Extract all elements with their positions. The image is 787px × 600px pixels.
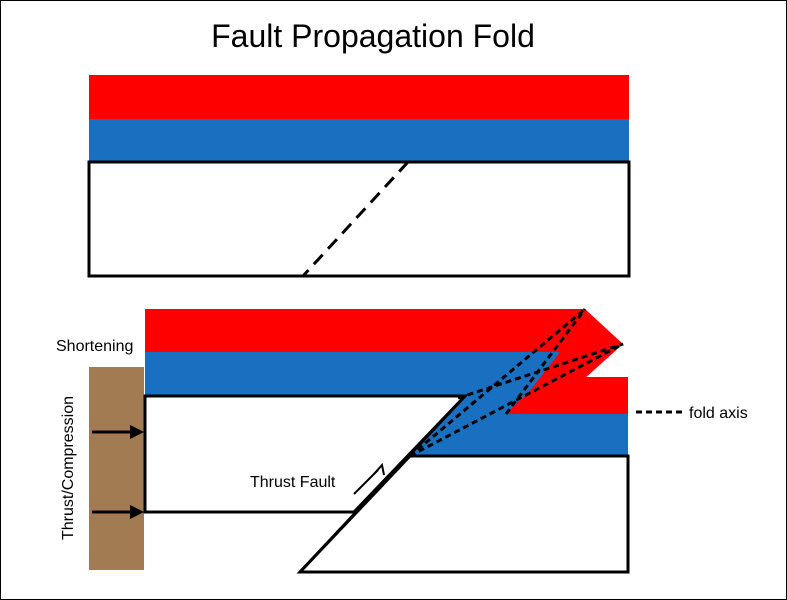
- bottom-blue-layer: [145, 352, 628, 456]
- fold-axis-label: fold axis: [689, 405, 748, 422]
- undeformed-section: [87, 75, 631, 278]
- thrust-compression-label: Thrust/Compression: [60, 396, 77, 540]
- fold-axis-line-3: [504, 308, 587, 415]
- compression-arrow-lower-head: [130, 505, 144, 519]
- fold-axis-line-4: [457, 342, 624, 400]
- backstop-block: [89, 367, 144, 570]
- thrust-fault-label: Thrust Fault: [250, 474, 336, 491]
- top-red-layer: [89, 75, 629, 119]
- diagram-title: Fault Propagation Fold: [211, 18, 535, 54]
- future-fault-trace: [301, 160, 410, 278]
- top-basement-block: [87, 160, 631, 278]
- fold-axes: [409, 307, 624, 458]
- shortening-label: Shortening: [56, 338, 133, 355]
- top-blue-layer: [89, 119, 629, 162]
- deformed-section: [89, 307, 682, 574]
- compression-arrows: [92, 425, 144, 519]
- fold-axis-line-1: [409, 307, 586, 458]
- thrust-fault-line: [298, 394, 467, 574]
- compression-arrow-upper-head: [130, 425, 144, 439]
- fault-slip-arrow-head: [373, 462, 385, 476]
- fold-axis-line-2: [409, 342, 624, 458]
- hanging-wall-block: [143, 394, 469, 514]
- fault-slip-arrow: [353, 462, 385, 495]
